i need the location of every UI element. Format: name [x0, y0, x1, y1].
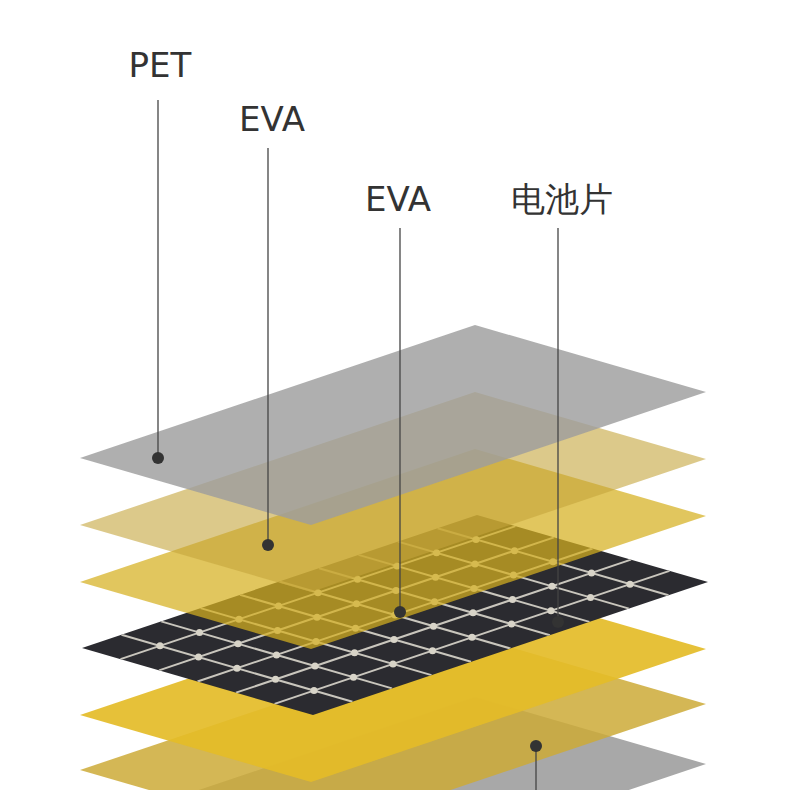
layer-stack: [80, 325, 708, 790]
pet-layer: [80, 325, 706, 525]
layer-label: EVA: [365, 182, 431, 216]
layer-label: 电池片: [511, 182, 613, 216]
layer-label: EVA: [239, 102, 305, 136]
layer-label: PET: [129, 48, 192, 82]
leader-dots: [152, 452, 564, 752]
leader-lines: [158, 100, 558, 790]
